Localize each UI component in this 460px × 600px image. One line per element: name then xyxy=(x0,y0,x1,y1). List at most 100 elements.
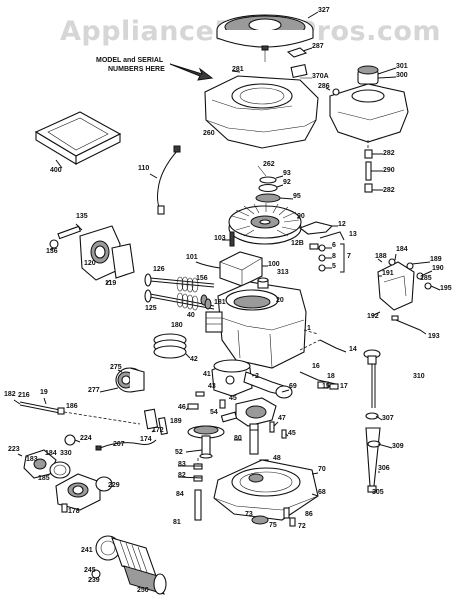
part-number-label: 125 xyxy=(145,305,157,312)
part-number-label: 290 xyxy=(383,167,395,174)
part-number-label: 282 xyxy=(383,187,395,194)
part-number-label: 68 xyxy=(318,489,326,496)
part-number-label: 136 xyxy=(46,248,58,255)
part-number-label: 45 xyxy=(288,430,296,437)
part-number-label: 224 xyxy=(80,435,92,442)
dipstick-tube xyxy=(363,349,393,493)
part-number-label: 190 xyxy=(432,265,444,272)
part-number-label: 287 xyxy=(312,43,324,50)
piston xyxy=(211,359,253,397)
part-number-label: 207 xyxy=(113,441,125,448)
part-number-label: 75 xyxy=(269,522,277,529)
part-number-label: 193 xyxy=(428,333,440,340)
breather-assembly xyxy=(299,339,347,390)
valves xyxy=(144,273,215,311)
ignition-wire xyxy=(149,145,181,215)
part-number-label: 13 xyxy=(349,231,357,238)
part-number-label: 93 xyxy=(283,170,291,177)
part-number-label: 300 xyxy=(396,72,408,79)
flywheel xyxy=(228,203,302,245)
part-number-label: 239 xyxy=(88,577,100,584)
part-number-label: 181 xyxy=(214,299,226,306)
piston-rings xyxy=(153,333,191,359)
fuel-line xyxy=(364,140,383,193)
part-number-label: 17 xyxy=(340,383,348,390)
part-number-label: 184 xyxy=(45,450,57,457)
part-number-label: 119 xyxy=(105,280,116,287)
part-number-label: 20 xyxy=(276,297,284,304)
part-number-label: 306 xyxy=(378,465,390,472)
part-number-label: 305 xyxy=(372,489,384,496)
brake-parts xyxy=(298,221,345,273)
part-number-label: 80 xyxy=(234,435,242,442)
part-number-label: 229 xyxy=(108,482,120,489)
part-number-label: 5 xyxy=(332,263,336,270)
governor-linkage xyxy=(371,253,441,335)
part-number-label: 184 xyxy=(396,246,408,253)
part-number-label: 180 xyxy=(171,322,183,329)
part-number-label: 47 xyxy=(278,415,286,422)
part-number-label: 307 xyxy=(382,415,394,422)
part-number-label: 191 xyxy=(382,270,394,277)
exhaust-bracket xyxy=(143,408,168,436)
part-number-label: 92 xyxy=(283,179,291,186)
flywheel-nut xyxy=(255,165,294,203)
fuel-pump xyxy=(55,473,113,513)
part-number-label: 126 xyxy=(153,266,165,273)
camshaft xyxy=(185,403,225,459)
part-number-label: 216 xyxy=(18,392,30,399)
part-number-label: 189 xyxy=(430,256,442,263)
part-number-label: 286 xyxy=(318,83,330,90)
part-number-label: 12B xyxy=(291,240,304,247)
part-number-label: 189 xyxy=(170,418,182,425)
part-number-label: 241 xyxy=(81,547,93,554)
part-number-label: 250 xyxy=(137,587,149,594)
recoil-starter xyxy=(216,11,319,62)
part-number-label: 1 xyxy=(307,325,311,332)
part-number-label: 262 xyxy=(263,161,275,168)
part-number-label: 183 xyxy=(26,456,38,463)
part-number-label: 174 xyxy=(140,436,152,443)
model-serial-note: MODEL and SERIAL NUMBERS HERE xyxy=(96,57,214,81)
part-number-label: 282 xyxy=(383,150,395,157)
part-number-label: 86 xyxy=(305,511,313,518)
part-number-label: 72 xyxy=(298,523,306,530)
part-number-label: 40 xyxy=(187,312,195,319)
part-number-label: 8 xyxy=(332,253,336,260)
part-number-label: 245 xyxy=(84,567,96,574)
part-number-label: 16 xyxy=(312,363,320,370)
part-number-label: 192 xyxy=(367,313,379,320)
throttle-linkage xyxy=(13,397,141,425)
part-number-label: 70 xyxy=(318,466,326,473)
part-number-label: 69 xyxy=(289,383,297,390)
crankshaft xyxy=(220,397,277,455)
connecting-rod xyxy=(243,371,293,399)
part-number-label: 7 xyxy=(347,253,351,260)
ignition-coil xyxy=(195,231,268,287)
part-number-label: 178 xyxy=(68,508,80,515)
part-number-label: 185 xyxy=(38,475,50,482)
part-number-label: 90 xyxy=(297,213,305,220)
part-number-label: 275 xyxy=(110,364,122,371)
part-number-label: 46 xyxy=(178,404,186,411)
note-line-1: MODEL and SERIAL xyxy=(96,57,164,64)
part-number-label: 309 xyxy=(392,443,404,450)
ground-wire xyxy=(95,439,157,451)
part-number-label: 103 xyxy=(214,235,226,242)
part-number-label: 45 xyxy=(229,395,237,402)
muffler xyxy=(99,367,145,393)
part-number-label: 370A xyxy=(312,73,329,80)
part-number-label: 14 xyxy=(349,346,357,353)
part-number-label: 185 xyxy=(420,275,432,282)
air-cleaner-cartridge xyxy=(89,535,167,595)
part-number-label: 73 xyxy=(245,511,253,518)
part-number-label: 330 xyxy=(60,450,72,457)
part-number-label: 188 xyxy=(375,253,387,260)
part-number-label: 18 xyxy=(327,373,335,380)
part-number-label: 182 xyxy=(4,391,16,398)
part-number-label: 48 xyxy=(273,455,281,462)
part-number-label: 301 xyxy=(396,63,408,70)
part-number-label: 313 xyxy=(277,269,289,276)
part-number-label: 135 xyxy=(76,213,88,220)
